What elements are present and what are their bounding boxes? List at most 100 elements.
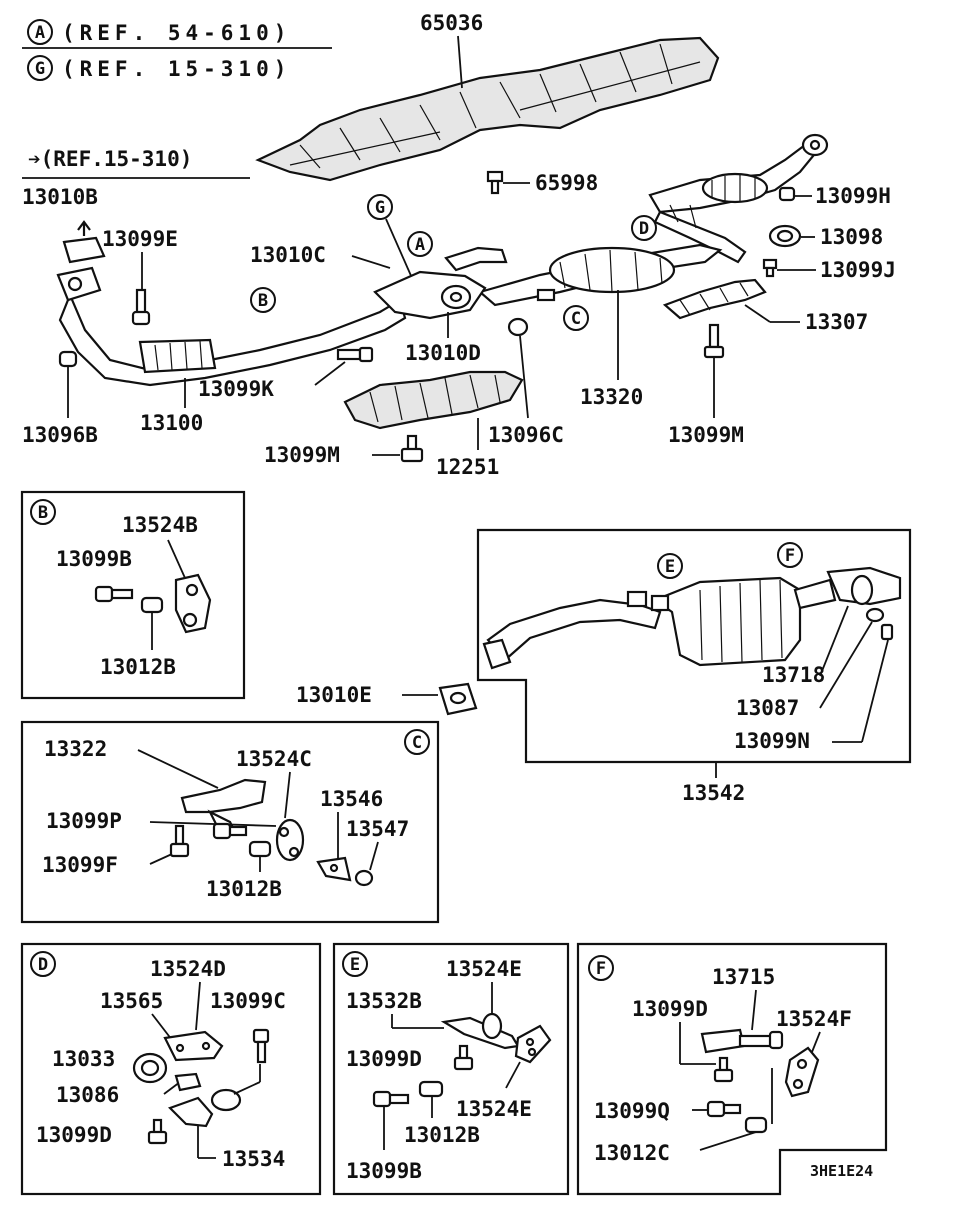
inset-muffler-circle-f [777,542,803,568]
gasket-13096c [507,317,529,337]
label-12251: 12251 [436,455,499,479]
label-13099n: 13099N [734,729,810,753]
ref-circle-a [27,19,53,45]
label-13099m-left: 13099M [264,443,340,467]
inset-e-circle [342,951,368,977]
label-13532b: 13532B [346,989,422,1013]
bolt-13099p [212,822,248,840]
bolt-13099m-right [703,323,725,359]
hanger-13524e-bottom [514,1024,552,1064]
callout-circle-b [250,287,276,313]
reference-legend: A (REF. 54-610) G (REF. 15-310) [22,19,332,81]
bolt-13099b-inset-e [372,1090,410,1108]
collar-13012b-inset-e [418,1080,444,1098]
center-pipe-13320 [477,243,723,307]
leader-13524e-bottom [505,1061,521,1089]
label-13099f: 13099F [42,853,118,877]
leader-13099f [149,853,173,865]
label-13096c: 13096C [488,423,564,447]
bolt-13099n [880,623,894,641]
label-13033: 13033 [52,1047,115,1071]
label-13099d-inset-e: 13099D [346,1047,422,1071]
label-13099e: 13099E [102,227,178,251]
rubber-hanger-13524c [275,818,305,862]
label-13524e-bottom: 13524E [456,1097,532,1121]
ref-text-a: (REF. 54-610) [62,21,291,45]
callout-letter-g: G [375,198,385,218]
label-13010d: 13010D [405,341,481,365]
label-13524c: 13524C [236,747,312,771]
inset-d-frame [20,942,322,1196]
callout-circle-d [631,215,657,241]
label-13012b-inset-b: 13012B [100,655,176,679]
inset-d-letter: D [38,955,48,975]
collar-13012b [140,596,164,614]
label-13010e: 13010E [296,683,372,707]
gasket-13096b [58,350,78,368]
inset-c-letter: C [412,733,422,753]
hanger-13307 [662,278,767,320]
bolt-13099e [131,288,151,326]
label-13546: 13546 [320,787,383,811]
inset-f-frame [576,942,888,1196]
label-13010b: 13010B [22,185,98,209]
bolt-13099m-left [400,434,424,463]
inset-c-frame [20,720,440,924]
gasket-13098 [768,224,802,248]
label-13086: 13086 [56,1083,119,1107]
inset-e-frame [332,942,570,1196]
label-13524f: 13524F [776,1007,852,1031]
bolt-13099c [252,1028,270,1064]
heat-shield-12251 [343,370,524,430]
gasket-13010b [62,220,106,264]
inset-muffler-circle-e [657,553,683,579]
label-13012b-inset-e: 13012B [404,1123,480,1147]
label-13012b-inset-c: 13012B [206,877,282,901]
inset-b-frame [20,490,246,700]
label-13320: 13320 [580,385,643,409]
rubber-hanger-13524b [174,573,212,634]
callout-letter-d: D [639,219,649,239]
gasket-13010e [438,682,478,716]
callout-letter-a: A [415,235,425,255]
diagram-code: 3HE1E24 [810,1162,873,1180]
leader-13322 [137,749,219,789]
callout-circle-a [407,231,433,257]
label-13524b: 13524B [122,513,198,537]
inset-b-letter: B [38,503,48,523]
bolt-13099d-inset-f [713,1056,734,1083]
nut-13099h [778,186,796,202]
washer-13547 [354,869,374,887]
leader-13524d [195,981,201,1031]
leader-13010c [351,255,391,269]
leader-13524c [284,771,291,819]
inset-c-circle [404,729,430,755]
bracket-13534 [167,1096,214,1128]
leader-13715 [751,989,757,1031]
label-13565: 13565 [100,989,163,1013]
main-muffler-13542 [482,566,902,670]
bracket-13715 [700,1028,784,1054]
label-13098: 13098 [820,225,883,249]
label-13087: 13087 [736,696,799,720]
leader-13547 [369,841,379,871]
leader-13307-a [744,304,771,323]
label-13099q: 13099Q [594,1099,670,1123]
label-13524e-top: 13524E [446,957,522,981]
label-13100: 13100 [140,411,203,435]
bolt-13099k [336,346,374,363]
callout-circle-g [367,194,393,220]
callout-letter-c: C [571,309,581,329]
label-65036: 65036 [420,11,483,35]
label-13718: 13718 [762,663,825,687]
bracket-13532b [440,1016,520,1050]
bolt-13099q [706,1100,742,1118]
bolt-65998 [486,170,504,195]
leader-13524f [811,1031,821,1053]
label-13010c: 13010C [250,243,326,267]
label-13099h: 13099H [815,184,891,208]
inset-d-circle [30,951,56,977]
leader-65036 [457,35,463,89]
arrow-ref-label: ➔(REF.15-310) [28,147,192,171]
